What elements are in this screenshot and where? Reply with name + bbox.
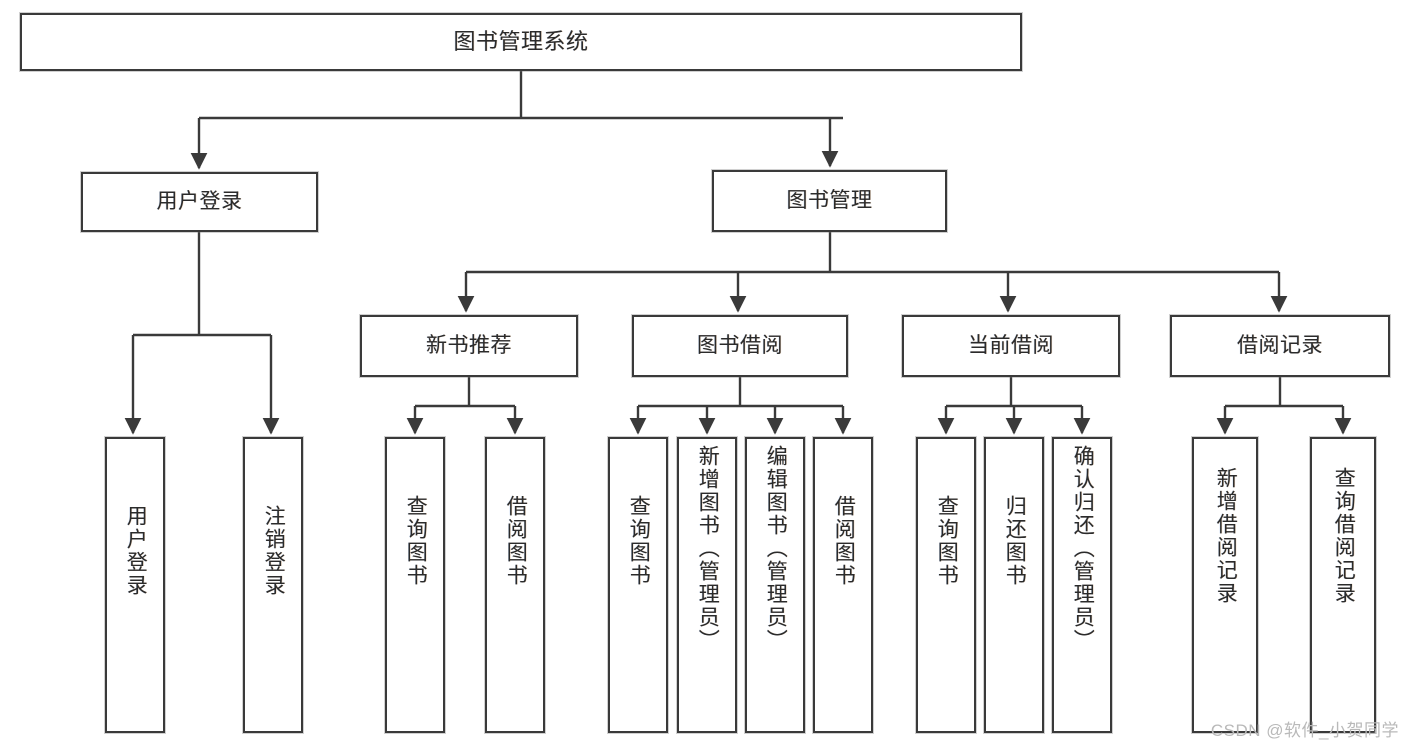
leaf-label: 用户登录 bbox=[124, 505, 148, 597]
leaf-borrow-book-recommend[interactable]: 借阅图书 bbox=[485, 437, 545, 733]
watermark: CSDN @软件_小贺同学 bbox=[1210, 721, 1399, 740]
leaf-label: 确认归还（管理员） bbox=[1071, 445, 1095, 652]
leaf-label: 查询图书 bbox=[935, 495, 959, 587]
leaf-edit-book-admin[interactable]: 编辑图书（管理员） bbox=[745, 437, 805, 733]
leaf-label: 新增借阅记录 bbox=[1214, 467, 1238, 605]
leaf-add-borrow-record[interactable]: 新增借阅记录 bbox=[1192, 437, 1258, 733]
leaf-label: 查询图书 bbox=[627, 495, 651, 587]
node-user-login[interactable]: 用户登录 bbox=[81, 172, 318, 232]
leaf-label: 查询借阅记录 bbox=[1332, 467, 1356, 605]
leaf-query-book-recommend[interactable]: 查询图书 bbox=[385, 437, 445, 733]
leaf-label: 借阅图书 bbox=[504, 495, 528, 587]
leaf-label: 借阅图书 bbox=[832, 495, 856, 587]
leaf-label: 新增图书（管理员） bbox=[696, 445, 720, 652]
node-label: 当前借阅 bbox=[968, 333, 1054, 357]
node-book-management[interactable]: 图书管理 bbox=[712, 170, 947, 232]
node-root[interactable]: 图书管理系统 bbox=[20, 13, 1022, 71]
node-label: 用户登录 bbox=[156, 189, 243, 213]
leaf-query-borrow-record[interactable]: 查询借阅记录 bbox=[1310, 437, 1376, 733]
node-new-book-recommend[interactable]: 新书推荐 bbox=[360, 315, 578, 377]
leaf-query-book-borrow[interactable]: 查询图书 bbox=[608, 437, 668, 733]
leaf-return-book[interactable]: 归还图书 bbox=[984, 437, 1044, 733]
leaf-query-book-current[interactable]: 查询图书 bbox=[916, 437, 976, 733]
node-label: 图书管理 bbox=[786, 188, 873, 212]
node-label: 图书管理系统 bbox=[453, 29, 589, 55]
node-label: 借阅记录 bbox=[1237, 333, 1323, 357]
node-book-borrow[interactable]: 图书借阅 bbox=[632, 315, 848, 377]
leaf-label: 查询图书 bbox=[404, 495, 428, 587]
leaf-add-book-admin[interactable]: 新增图书（管理员） bbox=[677, 437, 737, 733]
leaf-user-login[interactable]: 用户登录 bbox=[105, 437, 165, 733]
leaf-logout[interactable]: 注销登录 bbox=[243, 437, 303, 733]
node-current-borrow[interactable]: 当前借阅 bbox=[902, 315, 1120, 377]
node-label: 新书推荐 bbox=[426, 333, 512, 357]
leaf-label: 编辑图书（管理员） bbox=[764, 445, 788, 652]
leaf-borrow-book[interactable]: 借阅图书 bbox=[813, 437, 873, 733]
leaf-confirm-return-admin[interactable]: 确认归还（管理员） bbox=[1052, 437, 1112, 733]
node-borrow-records[interactable]: 借阅记录 bbox=[1170, 315, 1390, 377]
node-label: 图书借阅 bbox=[697, 333, 783, 357]
leaf-label: 归还图书 bbox=[1003, 495, 1027, 587]
leaf-label: 注销登录 bbox=[262, 505, 286, 597]
